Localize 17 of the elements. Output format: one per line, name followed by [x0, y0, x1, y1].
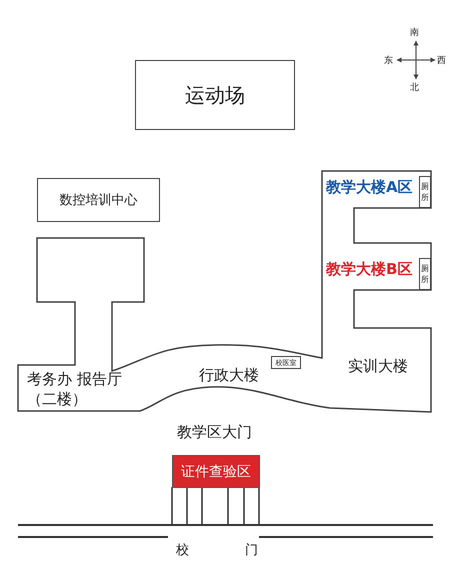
building-label: 实训大楼 — [348, 357, 408, 376]
direction-label: 东 — [384, 54, 393, 67]
restroom-box: 厕所 — [419, 258, 431, 290]
teaching-building-label: 教学大楼B区 — [326, 260, 412, 279]
restroom-box: 厕所 — [419, 176, 431, 208]
building-box: 运动场 — [135, 60, 295, 130]
gate-label: 校 — [176, 542, 189, 559]
direction-label: 北 — [410, 82, 419, 94]
gate-label: 门 — [245, 542, 258, 559]
direction-label: 西 — [437, 55, 446, 67]
checkpoint-box: 证件查验区 — [172, 455, 260, 488]
building-label: 行政大楼 — [199, 366, 259, 385]
office-label: 考务办 报告厅（二楼） — [27, 369, 123, 409]
gate-label: 教学区大门 — [177, 423, 252, 442]
building-box: 数控培训中心 — [37, 178, 160, 222]
direction-label: 南 — [410, 26, 419, 39]
teaching-building-label: 教学大楼A区 — [326, 178, 413, 197]
